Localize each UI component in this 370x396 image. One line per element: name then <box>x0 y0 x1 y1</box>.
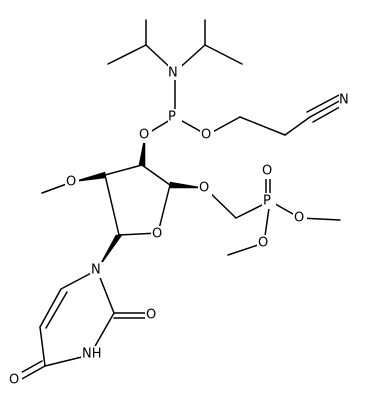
atom-background <box>200 127 214 143</box>
atom-background <box>293 210 307 226</box>
oxygen-atom-label: O <box>294 211 304 226</box>
bond <box>104 164 143 176</box>
sugar-ring <box>41 134 206 271</box>
triple-bond-line <box>309 98 344 118</box>
atom-background <box>138 127 152 143</box>
phosphonate-group <box>204 170 341 256</box>
atom-background <box>262 193 276 209</box>
oxygen-atom-label: O <box>146 308 156 323</box>
double-bond-line <box>39 288 62 328</box>
atom-background <box>81 346 105 362</box>
oxygen-atom-label: O <box>152 227 162 242</box>
bond <box>141 164 171 186</box>
nitrogen-atom-label: N <box>339 93 349 108</box>
nitrogen-atom-label: N <box>168 66 178 81</box>
bond <box>157 184 171 234</box>
bond <box>104 174 120 236</box>
atom-background <box>257 235 271 251</box>
oxygen-atom-label: O <box>262 164 272 179</box>
nh-atom-label: NH <box>82 347 102 362</box>
bond <box>284 116 311 136</box>
wedge-bond <box>71 171 106 183</box>
atom-background <box>65 174 79 190</box>
double-bond-line <box>45 291 68 329</box>
triple-bond-line <box>306 93 342 113</box>
oxygen-atom-label: O <box>258 236 268 251</box>
oxygen-atom-label: O <box>139 128 149 143</box>
phosphorus-atom-label: P <box>168 110 176 125</box>
oxygen-atom-label: O <box>66 175 76 190</box>
oxygen-atom-label: O <box>9 373 19 388</box>
nitrogen-atom-label: N <box>91 263 101 278</box>
atom-background <box>261 163 275 179</box>
bond <box>39 326 46 367</box>
atom-background <box>168 109 182 125</box>
atom-background <box>145 307 159 323</box>
bond <box>107 44 147 65</box>
wedge-bond <box>96 234 123 271</box>
atom-background <box>8 372 22 388</box>
atom-background <box>90 262 104 278</box>
phosphorus-atom-label: P <box>263 194 271 209</box>
bond <box>239 116 286 136</box>
bond <box>204 44 243 65</box>
wedge-bond <box>169 181 206 189</box>
atom-background <box>151 226 165 242</box>
double-bond-line <box>19 365 46 381</box>
uracil-ring <box>16 269 149 381</box>
atom-background <box>339 92 353 108</box>
atom-background <box>198 180 212 196</box>
oxygen-atom-label: O <box>199 181 209 196</box>
atom-background <box>168 64 182 80</box>
atom-labels: N P O O N O O O P O O O N O NH O <box>8 64 353 388</box>
oxygen-atom-label: O <box>201 128 211 143</box>
